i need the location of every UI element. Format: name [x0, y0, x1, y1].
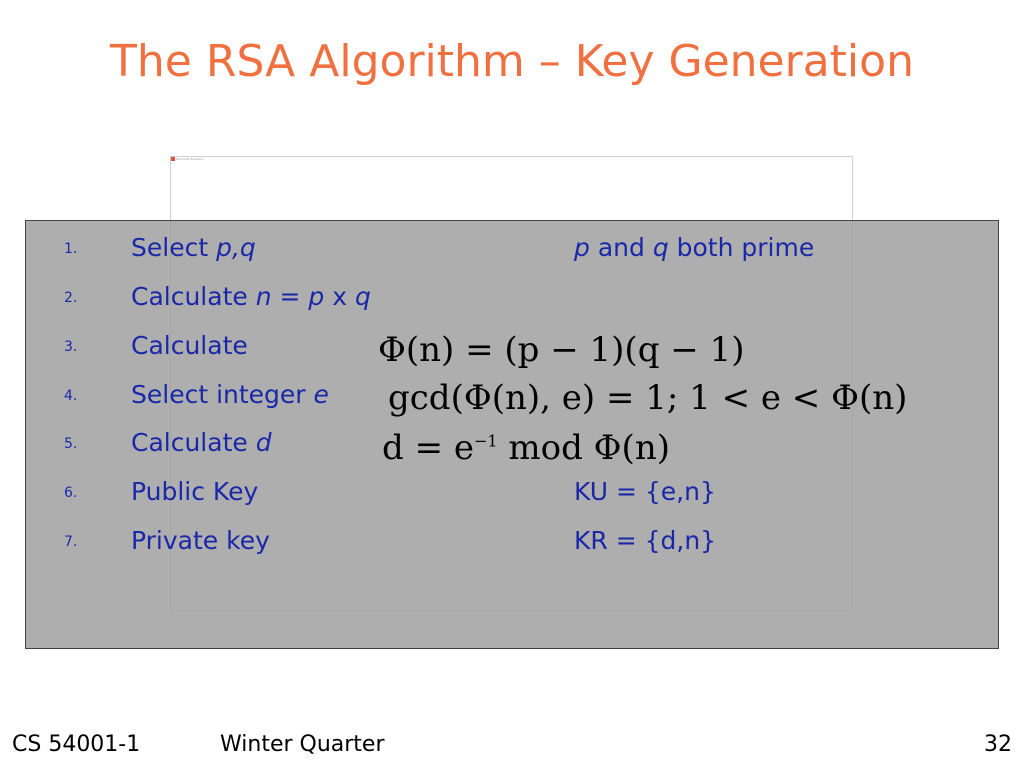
content-box: 1. Select p,q p and q both prime 2. Calc…: [25, 220, 999, 649]
item-label: Calculate n = p x q: [131, 282, 371, 311]
item-number: 1.: [64, 241, 78, 257]
item-number: 3.: [64, 339, 78, 355]
item-number: 5.: [64, 436, 78, 452]
item-label: Calculate: [131, 331, 248, 360]
item-label: Calculate d: [131, 428, 272, 457]
item-label: Select integer e: [131, 380, 329, 409]
footer-course: CS 54001-1: [12, 732, 141, 757]
formula-gcd: gcd(Φ(n), e) = 1; 1 < e < Φ(n): [388, 378, 908, 418]
slide-title: The RSA Algorithm – Key Generation: [110, 36, 914, 87]
footer-term: Winter Quarter: [220, 732, 385, 757]
item-number: 2.: [64, 290, 78, 306]
formula-d: d = e−1 mod Φ(n): [382, 428, 670, 468]
item-note: KR = {d,n}: [574, 526, 717, 555]
item-label: Select p,q: [131, 233, 256, 262]
item-number: 6.: [64, 485, 78, 501]
item-number: 7.: [64, 534, 78, 550]
item-number: 4.: [64, 388, 78, 404]
item-note: p and q both prime: [574, 233, 815, 262]
item-label: Public Key: [131, 477, 259, 506]
frame-caption: Microsoft Equation: [176, 157, 204, 161]
formula-phi: Φ(n) = (p − 1)(q − 1): [378, 330, 745, 370]
object-icon: [171, 157, 175, 161]
slide-number: 32: [984, 732, 1012, 757]
item-label: Private key: [131, 526, 270, 555]
item-note: KU = {e,n}: [574, 477, 716, 506]
